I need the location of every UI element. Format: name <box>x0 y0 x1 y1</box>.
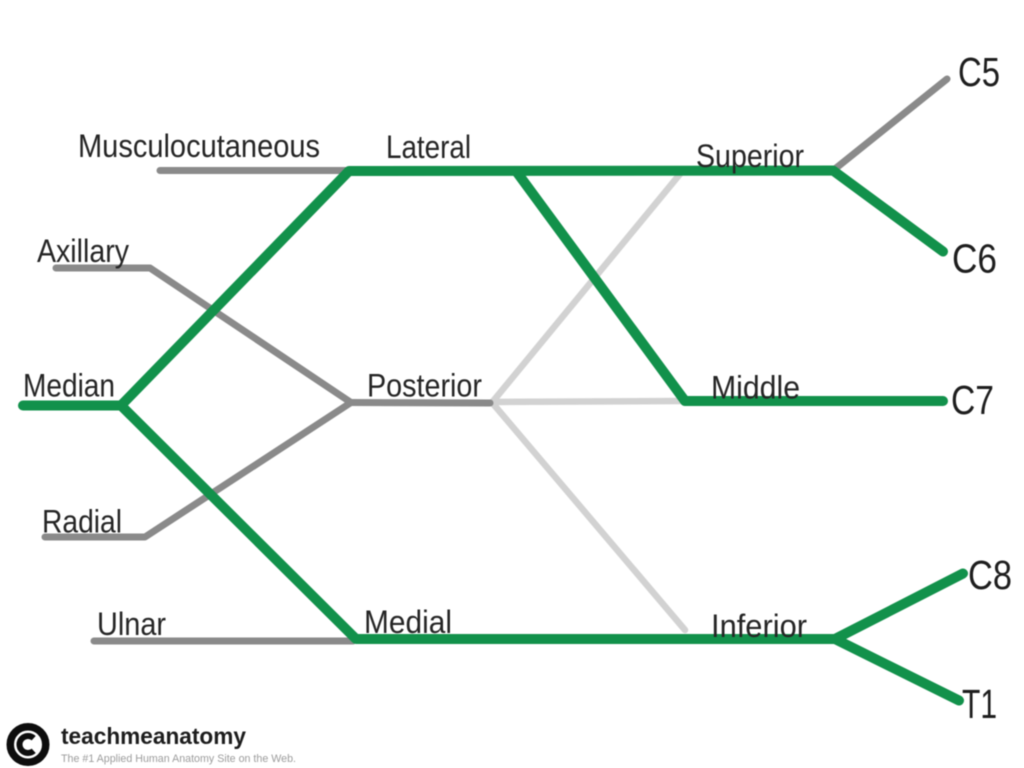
svg-text:The #1 Applied Human Anatomy S: The #1 Applied Human Anatomy Site on the… <box>61 753 296 765</box>
svg-text:C7: C7 <box>951 377 994 423</box>
svg-text:teachmeanatomy: teachmeanatomy <box>61 723 246 749</box>
svg-text:Musculocutaneous: Musculocutaneous <box>78 128 320 164</box>
svg-text:Medial: Medial <box>364 604 452 640</box>
svg-text:Superior: Superior <box>696 138 804 174</box>
svg-text:Radial: Radial <box>42 504 122 540</box>
svg-text:Lateral: Lateral <box>386 129 471 165</box>
svg-text:C5: C5 <box>958 49 1000 95</box>
svg-text:Inferior: Inferior <box>711 608 807 644</box>
svg-text:Median: Median <box>23 368 115 404</box>
svg-text:T1: T1 <box>962 681 997 727</box>
svg-text:Ulnar: Ulnar <box>97 606 166 642</box>
svg-text:C6: C6 <box>952 236 997 282</box>
svg-text:Axillary: Axillary <box>37 233 130 269</box>
svg-text:C8: C8 <box>968 552 1012 598</box>
svg-text:Middle: Middle <box>711 370 800 406</box>
svg-text:Posterior: Posterior <box>367 368 482 404</box>
